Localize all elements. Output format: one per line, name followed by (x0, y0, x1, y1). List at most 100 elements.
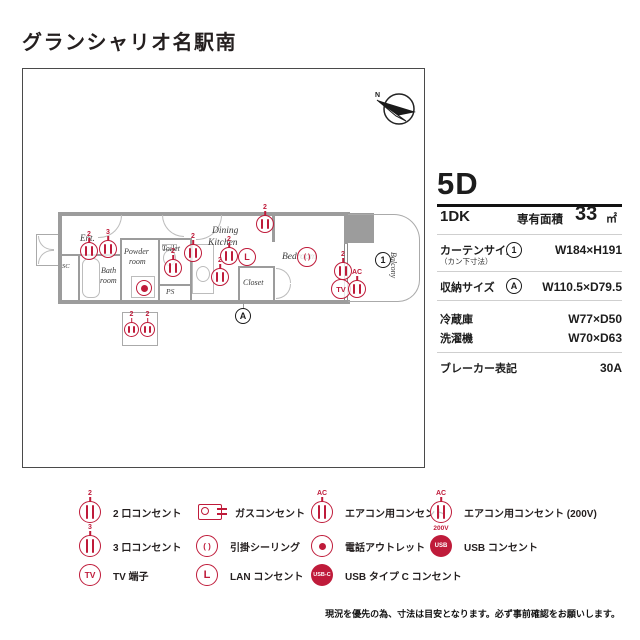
room-label-bath-1: Bath (101, 266, 117, 275)
fridge-label: 冷蔵庫 (440, 314, 473, 326)
toilet-tank (162, 244, 177, 250)
area-label: 専有面積 (517, 214, 563, 226)
disclaimer-text: 現況を優先の為、寸法は目安となります。必ず事前確認をお願いします。 (325, 609, 620, 619)
outlet-2-icon: 2 (79, 490, 101, 523)
storage-marker: A (506, 278, 522, 294)
wall-powder-toilet-top (120, 238, 192, 240)
usb-icon: USB (430, 535, 452, 557)
wall-sc (78, 254, 80, 302)
ac-outlet-icon: AC (348, 269, 366, 298)
legend-item-usbc: USB-C USB タイプ C コンセント (311, 564, 462, 586)
outlet-icon: 2 (124, 311, 139, 337)
outlet-badge: 2 (218, 257, 222, 264)
outlet-icon: 2 (80, 231, 98, 260)
room-label-ps: PS (166, 287, 175, 296)
outlet-icon: 2 (164, 248, 182, 277)
legend-item-usb: USB USB コンセント (430, 535, 538, 557)
curtain-size-sublabel: （カン下寸法） (440, 257, 493, 266)
wall-toilet-dk (190, 238, 192, 302)
outlet-badge: 2 (341, 251, 345, 258)
lan-icon: L (238, 248, 256, 266)
wall-bottom (58, 300, 350, 304)
legend-label: 引掛シーリング (230, 542, 300, 554)
entrance-door-arc2 (38, 250, 54, 264)
curtain-size-value: W184×H191 (554, 243, 622, 257)
wall-toilet-ps (158, 284, 192, 286)
ac-badge: AC (316, 490, 328, 497)
legend-label: ガスコンセント (235, 508, 305, 520)
tv-letters: TV (336, 284, 346, 294)
ac-outlet-icon: AC (311, 490, 333, 523)
gas-outlet-icon (198, 504, 227, 520)
legend-label: 電話アウトレット (345, 542, 425, 554)
outlet-2-badge: 2 (88, 490, 92, 497)
area-value: 33 (575, 203, 598, 225)
wall-closet-top (238, 266, 275, 268)
wall-dk-bedroom (272, 212, 275, 242)
legend-label: 2 口コンセント (113, 508, 182, 520)
bathtub (82, 258, 100, 298)
legend-item-phone: 電話アウトレット (311, 535, 425, 557)
unit-layout: 1DK (440, 208, 471, 225)
legend-label: LAN コンセント (230, 571, 304, 583)
tv-letters: TV (84, 570, 96, 580)
panel-divider (437, 352, 622, 353)
legend-label: 3 口コンセント (113, 542, 182, 554)
outlet-badge: 2 (87, 231, 91, 238)
kitchen-sink (196, 266, 210, 282)
plan-marker-curtain: 1 (375, 252, 391, 268)
ac-200v-outlet-icon: AC 200V (430, 490, 452, 531)
wall-powder-toilet (158, 238, 160, 302)
compass-n-label: N (375, 92, 380, 99)
legend-item-outlet3: 3 3 口コンセント (79, 524, 182, 557)
legend-item-lan: L LAN コンセント (196, 564, 303, 586)
legend-label: エアコン用コンセント (200V) (464, 508, 597, 520)
legend-label: USB コンセント (464, 542, 538, 554)
unit-name: 5D (437, 166, 479, 201)
usb-c-letters: USB-C (313, 572, 331, 578)
lan-letter: L (203, 569, 211, 581)
ac-badge: AC (351, 269, 363, 276)
outlet-badge: 3 (106, 229, 110, 236)
ceiling-glyph: ( ) (303, 253, 311, 261)
washer-label: 洗濯機 (440, 333, 473, 345)
page-title: グランシャリオ名駅南 (22, 32, 237, 54)
room-label-ent: Ent. (80, 233, 95, 243)
room-label-powder-2: room (129, 257, 146, 266)
compass-north-icon: N (375, 92, 416, 125)
wall-closet-left (238, 266, 240, 302)
legend-label: TV 端子 (113, 571, 149, 583)
usb-c-icon: USB-C (311, 564, 333, 586)
outlet-icon: 2 (334, 251, 352, 280)
room-label-dk-2: Kitchen (208, 238, 238, 248)
outlet-icon: 3 (99, 229, 117, 258)
legend-label: USB タイプ C コンセント (345, 571, 462, 583)
room-label-toilet: Toilet (162, 244, 180, 253)
outlet-badge: 2 (171, 248, 175, 255)
room-label-dk-1: Dining (212, 226, 239, 236)
outlet-badge: 2 (129, 311, 134, 318)
outlet-icon: 2 (256, 204, 274, 233)
wall-closet-right (273, 266, 275, 302)
ceiling-light-icon: ( ) (297, 247, 317, 267)
plan-marker-storage: A (235, 308, 251, 324)
legend-item-ac: AC エアコン用コンセント (311, 490, 445, 523)
outlet-icon: 2 (211, 257, 229, 286)
fridge-value: W77×D50 (568, 312, 622, 326)
outlet-icon: 2 (220, 236, 238, 265)
lan-icon: L (196, 564, 218, 586)
unit-name-underline (437, 204, 622, 207)
tv-icon: TV (79, 564, 101, 586)
phone-outlet-icon (136, 280, 152, 296)
curtain-size-label: カーテンサイズ (440, 245, 517, 257)
storage-marker-line (243, 302, 244, 309)
storage-size-label: 収納サイズ (440, 282, 495, 294)
panel-divider (437, 271, 622, 272)
room-label-bath-2: room (100, 276, 117, 285)
wall-bath-powder (120, 238, 122, 302)
lan-letter: L (244, 252, 250, 262)
room-label-sc: SC (62, 263, 70, 270)
legend-item-gas: ガスコンセント (198, 504, 305, 520)
storage-size-value: W110.5×D79.5 (542, 280, 622, 294)
breaker-value: 30A (599, 361, 622, 375)
